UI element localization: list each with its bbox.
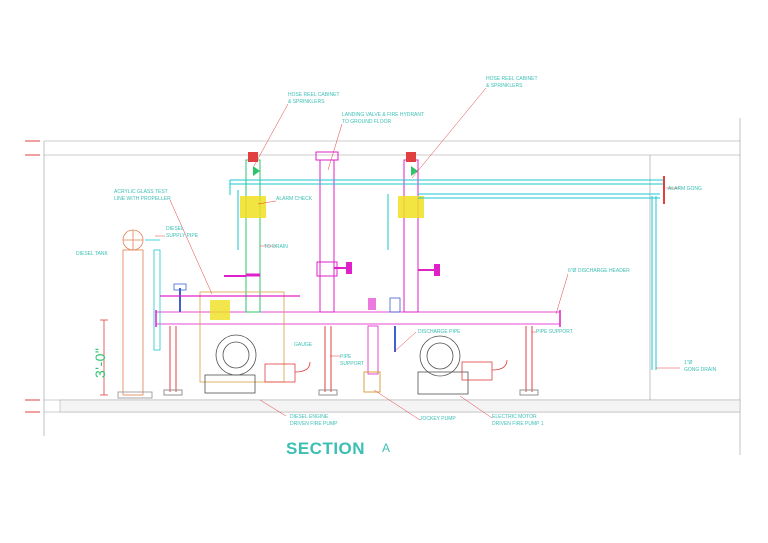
alarm-lines: [229, 176, 665, 370]
label-gauge: GAUGE: [294, 342, 313, 348]
label-landing-valve-line1: LANDING VALVE & FIRE HYDRANT: [342, 112, 424, 118]
label-diesel-engine-line2: DRIVEN FIRE PUMP: [290, 421, 338, 427]
label-discharge-pipe: DISCHARGE PIPE: [418, 329, 461, 335]
label-alarm-check: ALARM CHECK: [276, 196, 313, 202]
discharge-header: [155, 310, 561, 327]
building-outline: [43, 118, 741, 455]
section-letter: A: [382, 441, 391, 455]
jockey-pump: [363, 298, 381, 393]
riser-3: [398, 152, 440, 313]
label-gong-drain-line2: GONG DRAIN: [684, 367, 717, 373]
label-diesel-supply-line2: SUPPLY PIPE: [166, 233, 199, 239]
label-jockey-pump: JOCKEY PUMP: [420, 416, 456, 422]
label-landing-valve-line2: TO GROUND FLOOR: [342, 119, 391, 125]
dimension-text: 3'-0": [92, 348, 108, 378]
label-hose-reel-2-line2: & SPRINKLERS: [486, 83, 523, 89]
leader-lines: [155, 87, 680, 421]
annotation-labels: HOSE REEL CABINET & SPRINKLERS HOSE REEL…: [76, 76, 717, 427]
label-diesel-engine-line1: DIESEL ENGINE: [290, 414, 329, 420]
label-discharge-header: 6"Ø DISCHARGE HEADER: [568, 268, 630, 274]
label-to-drain: TO DRAIN: [264, 244, 288, 250]
label-hose-reel-1-line2: & SPRINKLERS: [288, 99, 325, 105]
label-hose-reel-2-line1: HOSE REEL CABINET: [486, 76, 538, 82]
label-pipe-support-mid-line1: PIPE: [340, 354, 352, 360]
label-electric-motor-line2: DRIVEN FIRE PUMP 1: [492, 421, 544, 427]
diesel-tank: [117, 229, 161, 399]
electric-pump: [389, 297, 508, 395]
label-pipe-support-right: PIPE SUPPORT: [536, 329, 573, 335]
label-pipe-support-mid-line2: SUPPORT: [340, 361, 364, 367]
label-acrylic-line2: LINE WITH PROPELLER: [114, 196, 171, 202]
level-markers: [25, 140, 40, 413]
label-diesel-tank: DIESEL TANK: [76, 251, 109, 257]
label-hose-reel-1-line1: HOSE REEL CABINET: [288, 92, 340, 98]
dimension-line: [100, 319, 108, 396]
section-title: SECTION: [286, 439, 365, 458]
label-electric-motor-line1: ELECTRIC MOTOR: [492, 414, 537, 420]
riser-2: [315, 151, 352, 313]
label-alarm-gong: ALARM GONG: [668, 186, 702, 192]
riser-1: [224, 152, 266, 313]
label-gong-drain-line1: 1"Ø: [684, 360, 693, 366]
label-diesel-supply-line1: DIESEL: [166, 226, 184, 232]
label-acrylic-line1: ACRYLIC GLASS TEST: [114, 189, 168, 195]
pipe-supports: [163, 326, 539, 396]
diesel-engine-pump: [173, 283, 311, 394]
